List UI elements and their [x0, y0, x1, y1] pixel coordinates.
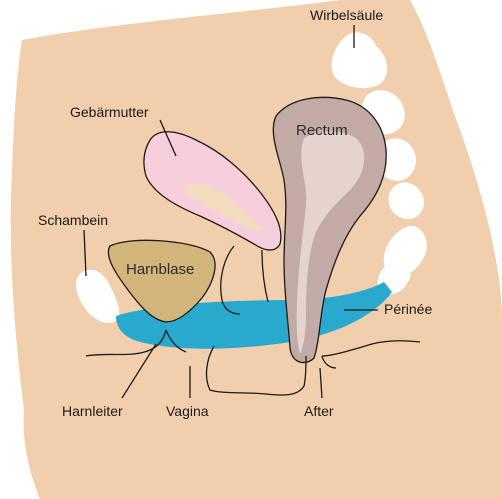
label-perinee: Périnée — [384, 301, 432, 317]
label-harnleiter: Harnleiter — [62, 403, 123, 419]
label-after: After — [304, 403, 334, 419]
label-schambein: Schambein — [38, 212, 108, 228]
label-wirbelsaeule: Wirbelsäule — [310, 7, 383, 23]
label-gebaermutter: Gebärmutter — [70, 104, 149, 120]
label-harnblase: Harnblase — [126, 261, 194, 278]
label-rectum: Rectum — [296, 122, 348, 139]
label-vagina: Vagina — [166, 403, 209, 419]
